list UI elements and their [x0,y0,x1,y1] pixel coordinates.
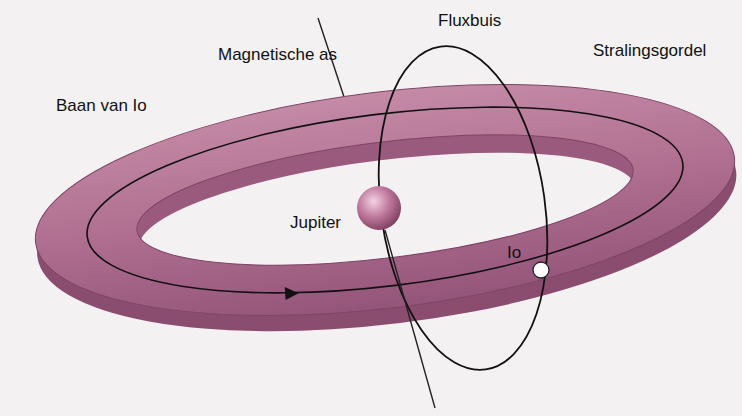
belt-label: Stralingsgordel [593,42,706,61]
axis-label: Magnetische as [218,46,337,65]
orbit-label: Baan van Io [56,97,147,116]
flux-tube-label: Fluxbuis [438,12,501,31]
planet-label: Jupiter [290,214,341,233]
moon-label: Io [507,244,521,263]
